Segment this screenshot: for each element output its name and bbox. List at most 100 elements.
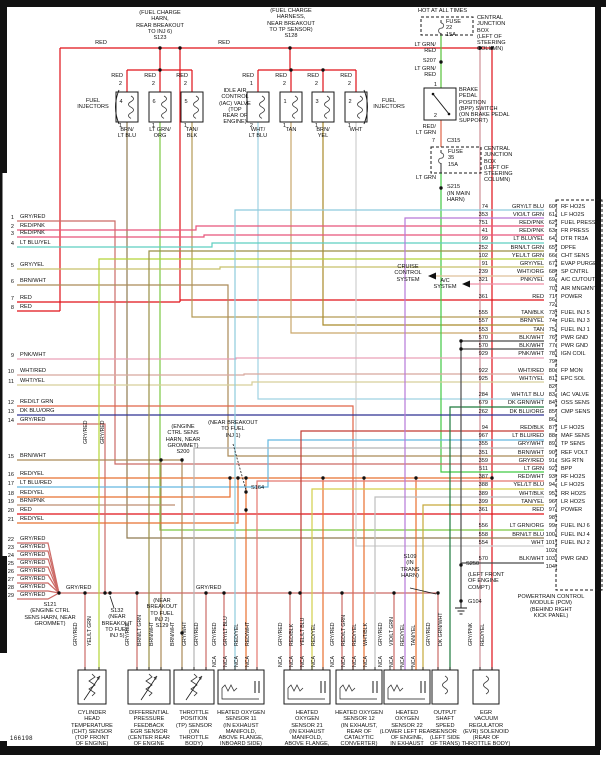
- resistor-icon: [88, 673, 96, 697]
- pcm-pin-bracket: (: [555, 327, 558, 333]
- fuse-35-label: FUSE 35 15A: [448, 149, 463, 168]
- pcm-circuit-number: 556: [478, 523, 488, 530]
- wire-color-label: RED: [340, 73, 352, 79]
- arrow-left-icon: [428, 272, 436, 280]
- wire-color-label: RED/YEL: [351, 623, 358, 646]
- pcm-circuit-number: 389: [478, 490, 488, 497]
- splice-s164-label: S164: [251, 485, 265, 491]
- pcm-circuit-number: 922: [478, 367, 488, 374]
- pcm-pin-number: 74: [548, 318, 555, 325]
- wire: [17, 234, 544, 238]
- pcm-pin-bracket: (: [555, 261, 558, 268]
- wire-color-label: GRY/RED: [329, 622, 336, 646]
- pcm-pin-number: 77: [548, 342, 555, 349]
- pcm-pin-bracket: (: [555, 499, 558, 506]
- junction-dot: [340, 591, 344, 595]
- left-row-number: 7: [10, 295, 14, 302]
- wire: [98, 258, 544, 670]
- wire-color-label: GRY/RED: [20, 416, 46, 423]
- injector-pin-top: 2: [183, 81, 187, 87]
- pcm-pin-number: 65: [548, 244, 555, 251]
- pcm-circuit-number: 399: [478, 498, 488, 505]
- junction-dot: [228, 476, 232, 480]
- splice-s250-label: S250: [466, 561, 480, 567]
- pcm-pin-bracket: (: [555, 564, 558, 571]
- wire-color-label: RED: [275, 73, 287, 79]
- wire: [17, 590, 60, 594]
- wire-color-label: WHT/BLK: [362, 622, 369, 646]
- pcm-pin-number: 84: [548, 400, 555, 407]
- pin-label-nca: NCA: [277, 656, 284, 667]
- injector-pin-bottom: 1: [151, 123, 155, 129]
- pcm-pin-function: RF HO2S: [561, 474, 586, 481]
- wire-color-label: TAN: [285, 127, 297, 133]
- pcm-pin-function: LF HO2S: [561, 211, 585, 218]
- pin-label-nca: NCA: [362, 656, 369, 667]
- resistor-icon: [287, 684, 304, 692]
- splice-s128-label: (FUEL CHARGE HARNESS, NEAR BREAKOUT TO T…: [267, 8, 315, 39]
- pcm-pin-function: TP SENS: [561, 441, 585, 448]
- junction-dot: [439, 60, 443, 64]
- wire: [191, 122, 544, 318]
- wire-color-label: BRN/ YEL: [316, 127, 330, 140]
- splice-s164-note: (NEAR BREAKOUT TO FUEL INJ 1): [208, 420, 258, 439]
- wire-color-label: RED: [95, 40, 107, 46]
- pcm-pin-bracket: (: [555, 245, 558, 251]
- wire-color-label: GRY/RED: [20, 535, 46, 542]
- gry-red-bus-label: GRY/RED: [66, 585, 92, 591]
- ho2s21-label: HEATED OXYGEN SENSOR 21 (IN EXHAUST MANI…: [284, 710, 330, 754]
- pcm-circuit-number: 570: [478, 342, 488, 349]
- junction-dot: [288, 46, 292, 50]
- pcm-wire-color: WHT/LT BLU: [511, 392, 544, 399]
- pcm-wire-color: WHT/RED: [517, 367, 544, 374]
- coil-icon: [193, 95, 199, 119]
- wire: [234, 209, 544, 670]
- pcm-circuit-number: 929: [478, 351, 488, 358]
- junction-dot: [362, 476, 366, 480]
- pcm-pin-bracket: (: [555, 253, 558, 260]
- pcm-pin-bracket: (: [555, 450, 558, 456]
- wire-color-label: BRN/LT GRN: [136, 615, 143, 646]
- wire: [17, 373, 544, 376]
- pcm-wire-color: GRY/WHT: [517, 441, 544, 448]
- pcm-pin-number: 93: [548, 474, 555, 481]
- pcm-pin-bracket: (: [555, 294, 558, 301]
- pcm-pin-bracket: (: [555, 491, 558, 497]
- left-row-number: 15: [7, 453, 14, 460]
- wire: [17, 574, 60, 594]
- pcm-pin-number: 87: [548, 424, 555, 431]
- wire: [311, 488, 544, 670]
- coil-icon: [324, 95, 330, 119]
- wire: [17, 478, 231, 498]
- injector-box: [311, 91, 335, 123]
- pcm-pin-bracket: (: [555, 474, 558, 481]
- pcm-pin-function: CHT SENS: [561, 252, 590, 259]
- wire: [17, 592, 60, 600]
- gry-red-bus-label: GRY/RED: [196, 585, 222, 591]
- iac-valve-label: IDLE AIR CONTROL (IAC) VALVE (TOP REAR O…: [219, 88, 251, 126]
- pin-label-nca: NCA: [388, 656, 395, 667]
- junction-dot: [204, 591, 208, 595]
- junction-dot: [459, 563, 463, 567]
- line: [109, 595, 115, 609]
- pcm-pin-bracket: (: [555, 392, 558, 399]
- pcm-pin-number: 78: [548, 351, 555, 358]
- wire-color-label: GRY/RED: [425, 622, 432, 646]
- pcm-pin-number: 95: [548, 490, 555, 497]
- junction-dot: [298, 591, 302, 595]
- wire-color-label: LT BLU/YEL: [20, 239, 51, 246]
- pcm-pin-function: SIG RTN: [561, 457, 584, 464]
- pcm-pin-bracket: (: [555, 359, 558, 366]
- junction-dot: [244, 490, 248, 494]
- pcm-pin-function: EVAP PURGE: [561, 260, 597, 267]
- pcm-circuit-number: 284: [478, 392, 488, 399]
- wire-color-label: RED: [218, 40, 230, 46]
- wire-color-label: GRY/WHT: [181, 621, 188, 646]
- wire-color-label: LT GRN/ RED: [414, 66, 436, 79]
- left-row-number: 8: [10, 304, 14, 311]
- pcm-pin-bracket: (: [555, 540, 558, 547]
- wire-color-label: BRN/WHT: [20, 277, 47, 284]
- pcm-pin-number: 100: [545, 531, 555, 538]
- pcm-pin-number: 66: [548, 252, 555, 259]
- pcm-pin-bracket: (: [555, 351, 558, 358]
